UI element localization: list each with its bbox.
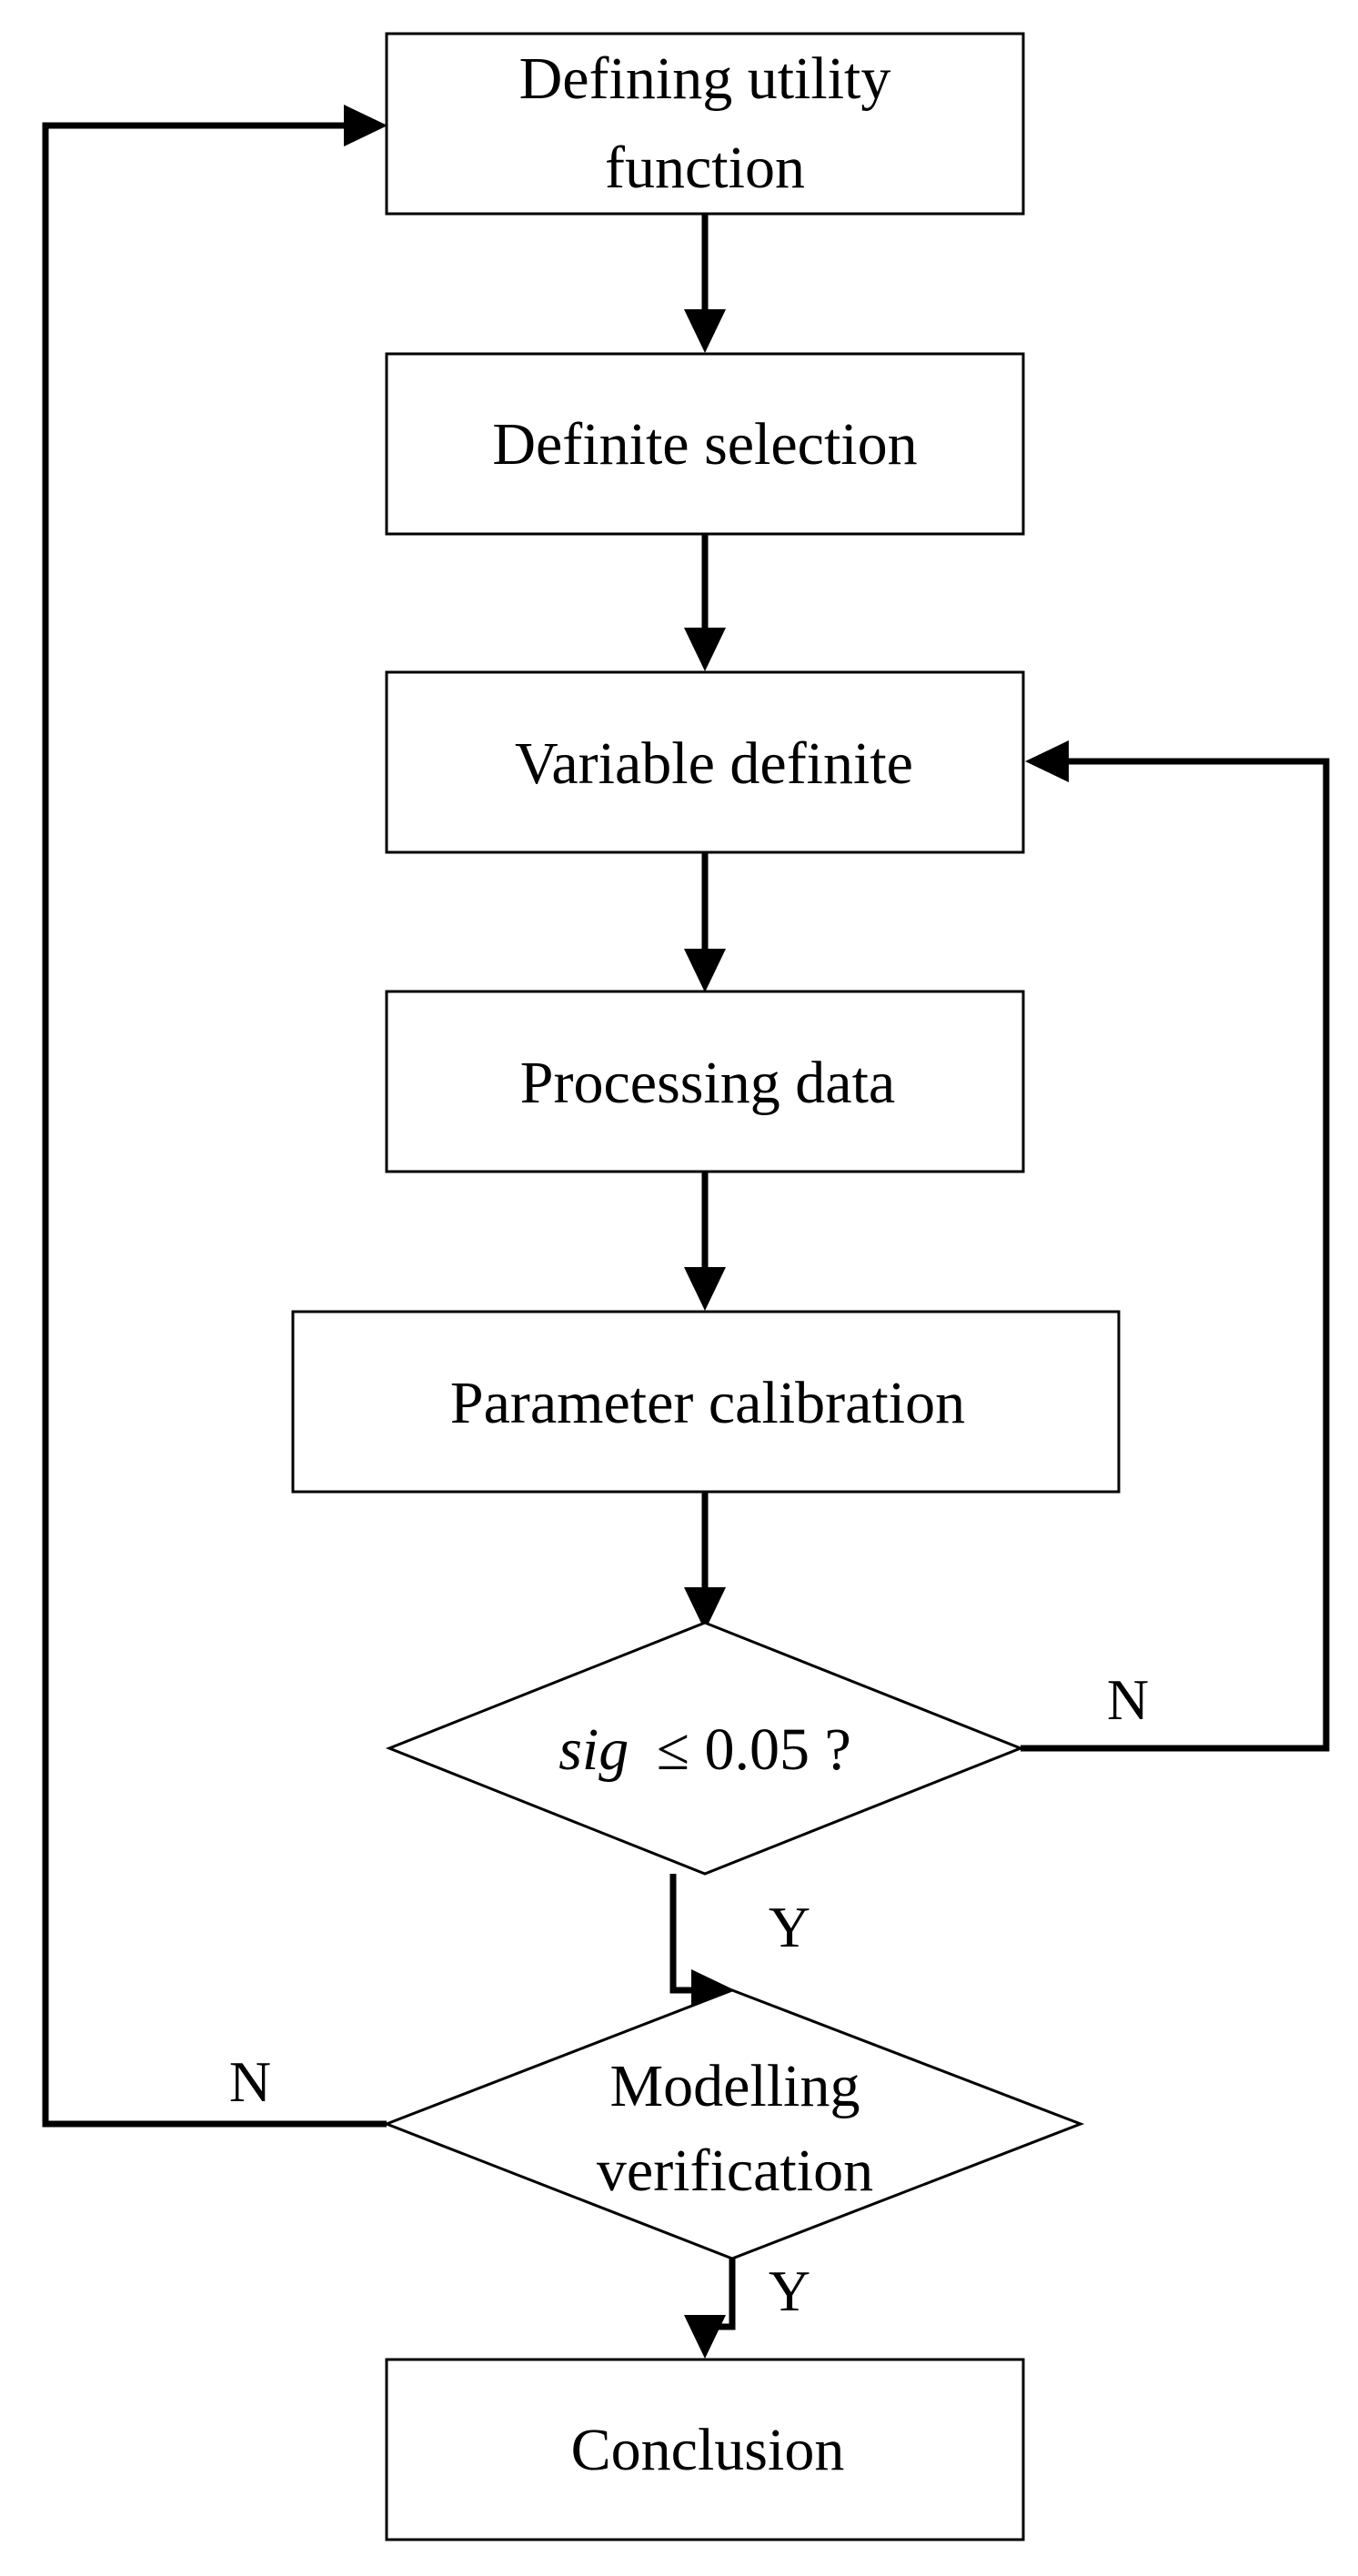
connector-verification-no-loop — [42, 122, 387, 2128]
decision-modelling-verification: Modelling verification — [382, 1988, 1085, 2260]
branch-label-significance-no: N — [1107, 1667, 1149, 1732]
step-label: Variable definite — [515, 730, 913, 797]
step-parameter-calibration: Parameter calibration — [291, 1310, 1121, 1494]
process-box — [385, 2358, 1025, 2541]
step-label: Processing data — [520, 1050, 895, 1116]
process-box — [385, 670, 1025, 854]
step-label-line2: function — [605, 135, 805, 201]
branch-label-verification-no: N — [229, 2049, 271, 2114]
branch-label-verification-yes: Y — [769, 2259, 810, 2323]
arrowhead-down-icon — [684, 628, 726, 671]
arrowhead-down-icon — [684, 1587, 726, 1631]
decision-variable: sig — [558, 1716, 629, 1783]
step-label: Parameter calibration — [450, 1370, 965, 1436]
decision-label: sig ≤ 0.05 ? — [558, 1716, 851, 1783]
arrowhead-right-icon — [344, 105, 387, 146]
branch-label-significance-yes: Y — [769, 1895, 810, 1959]
arrowhead-down-icon — [684, 1267, 726, 1311]
step-label: Definite selection — [492, 411, 917, 478]
decision-label-line1: Modelling — [610, 2053, 860, 2119]
step-define-utility-function: Defining utility function — [385, 32, 1025, 216]
arrowhead-down-icon — [684, 2315, 726, 2359]
arrowhead-down-icon — [684, 309, 726, 353]
step-label-line1: Defining utility — [519, 45, 891, 112]
arrowhead-left-icon — [1025, 740, 1069, 782]
process-box — [385, 352, 1025, 536]
step-conclusion: Conclusion — [385, 2358, 1025, 2541]
arrowhead-down-icon — [684, 949, 726, 992]
connector-significance-no-loop — [1021, 758, 1330, 1752]
process-box — [385, 990, 1025, 1173]
decision-diamond — [385, 1621, 1025, 1876]
decision-diamond — [382, 1988, 1085, 2260]
decision-significance: sig ≤ 0.05 ? — [385, 1621, 1025, 1876]
process-box — [291, 1310, 1121, 1494]
step-processing-data: Processing data — [385, 990, 1025, 1173]
decision-condition: ≤ 0.05 ? — [657, 1716, 851, 1783]
decision-label-line2: verification — [597, 2138, 873, 2204]
process-box — [385, 32, 1025, 216]
step-label: Conclusion — [571, 2417, 845, 2483]
step-definite-selection: Definite selection — [385, 352, 1025, 536]
step-variable-definite: Variable definite — [385, 670, 1025, 854]
connector-significance-yes — [669, 1874, 696, 1994]
